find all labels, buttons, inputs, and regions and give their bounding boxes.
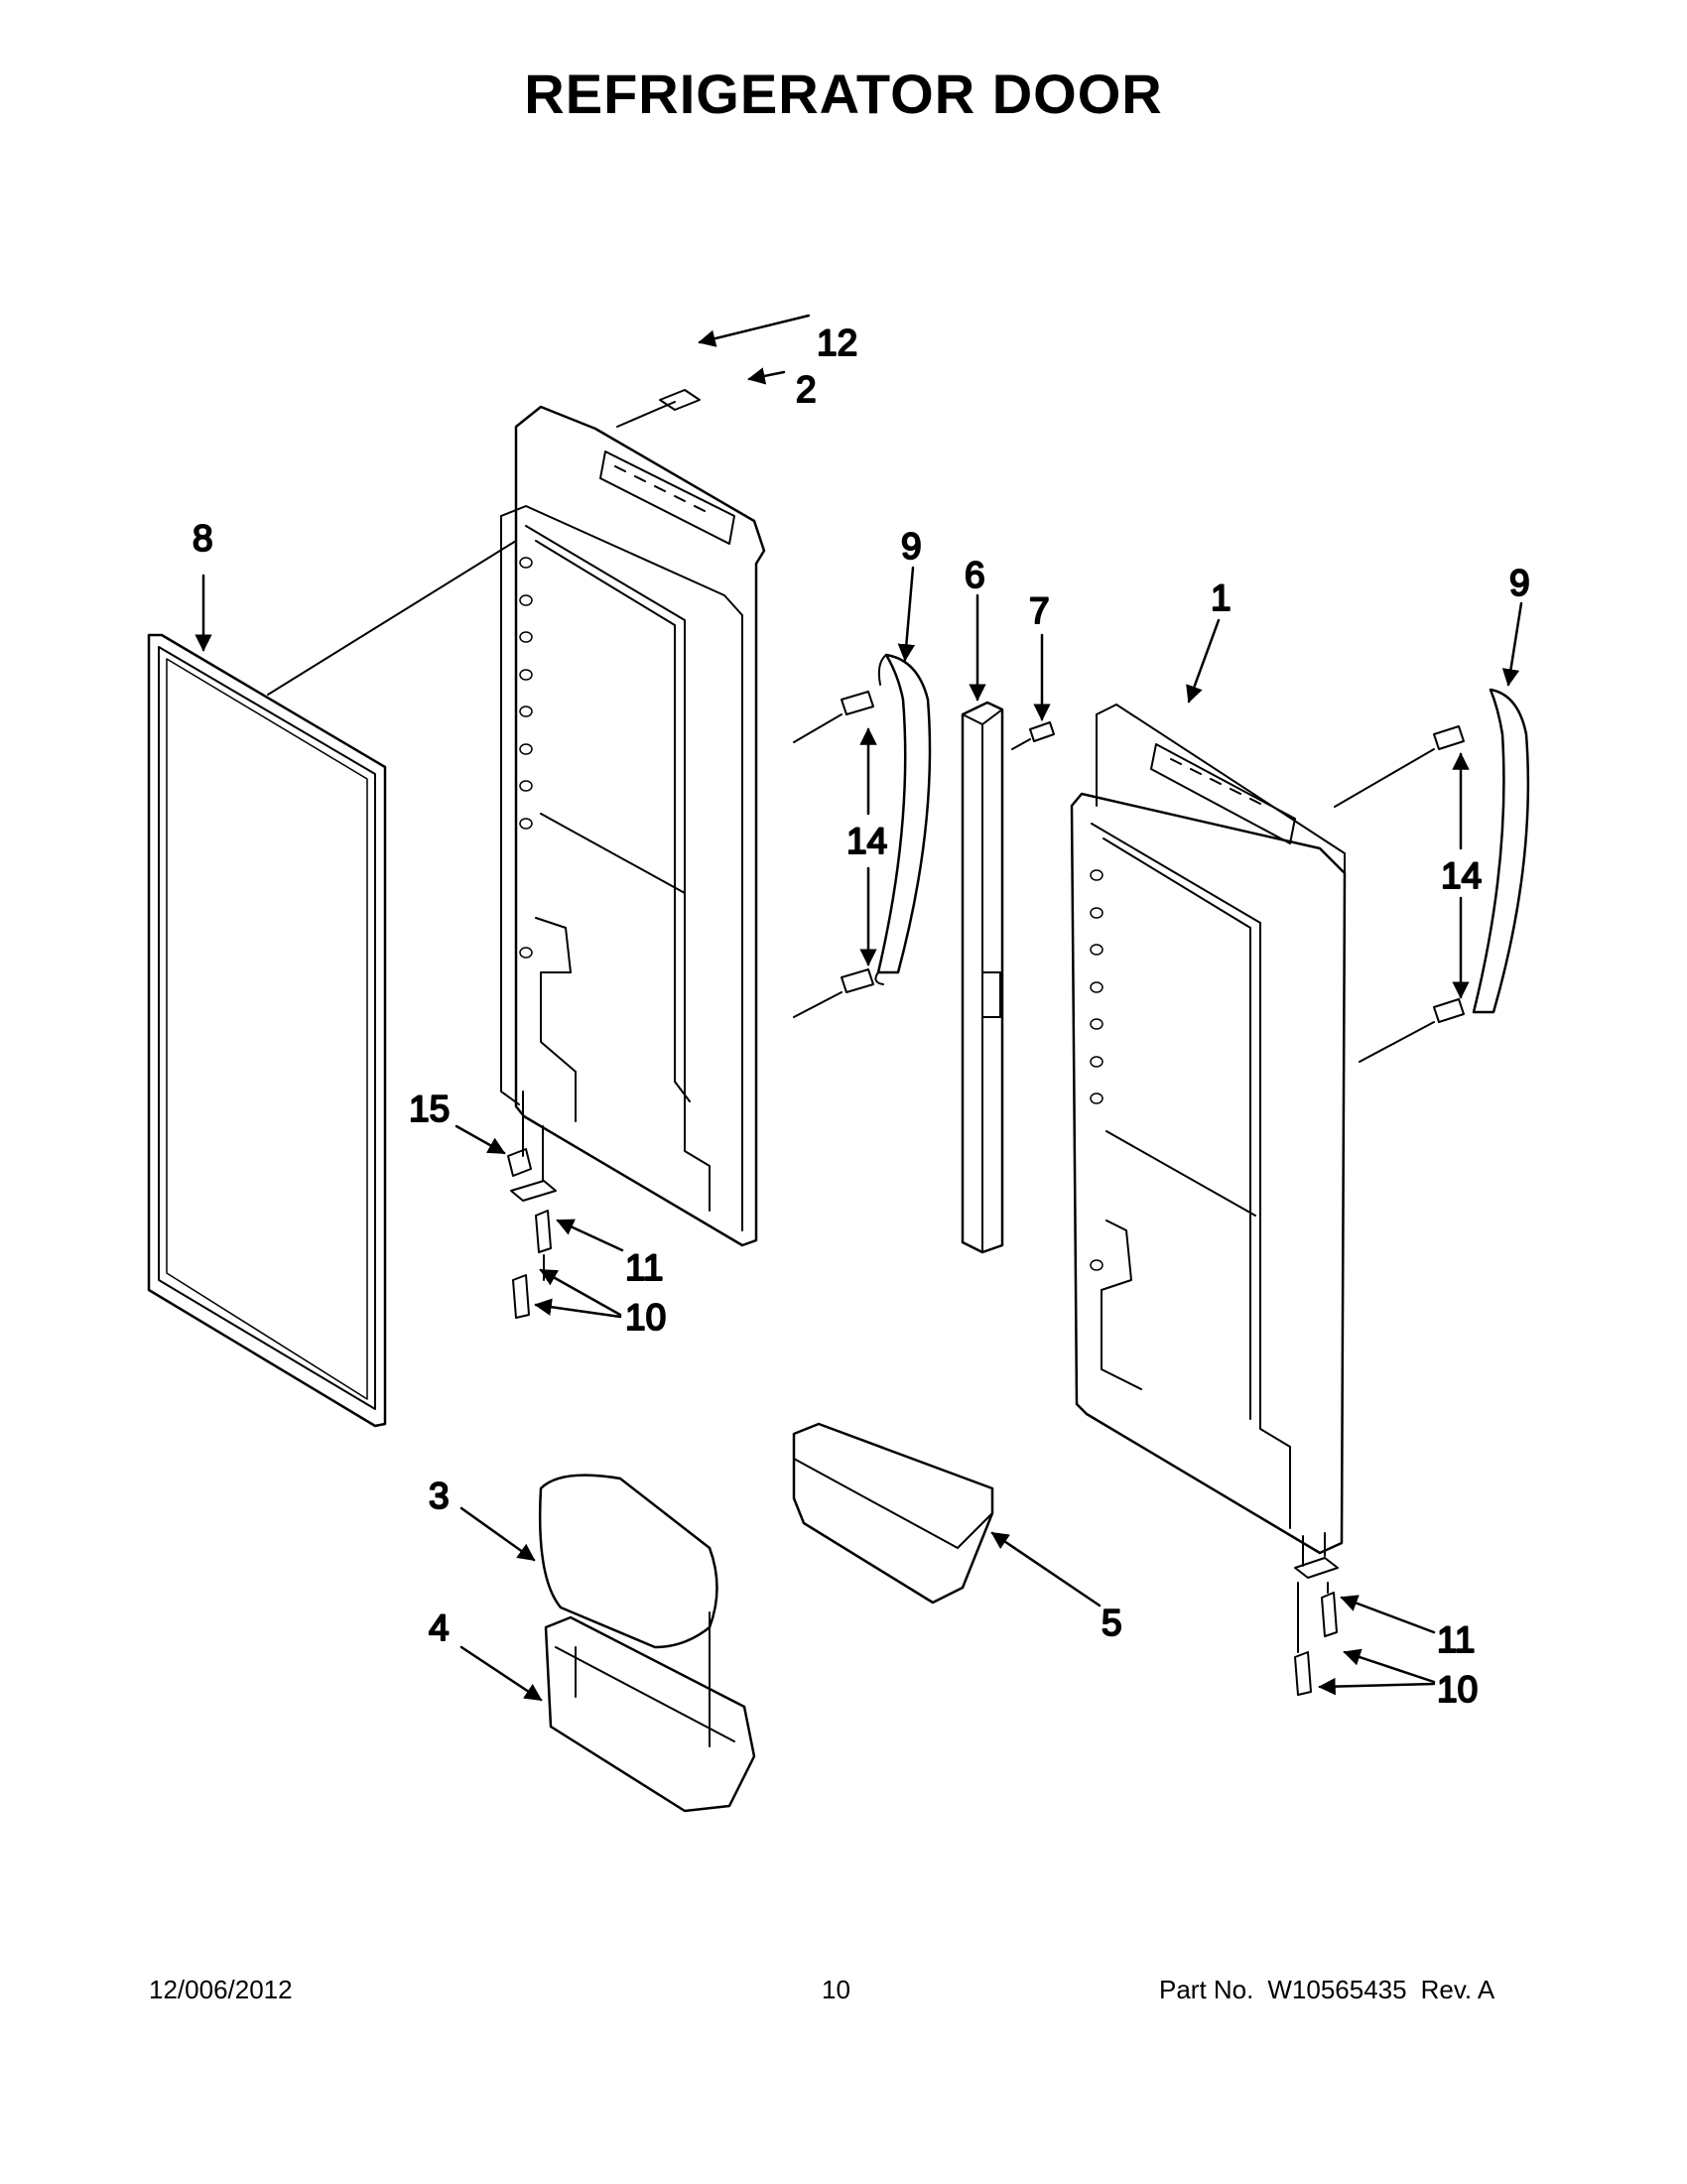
part-number-label: Part No.: [1159, 1975, 1254, 2004]
dairy-door-part: [538, 1474, 718, 1649]
left-hinge-screws-part: [512, 1210, 552, 1319]
footer-date: 12/006/2012: [149, 1975, 293, 2004]
callout-2: 2: [796, 369, 817, 410]
left-door-handle-part: [874, 653, 932, 985]
right-door-liner-part: [1070, 704, 1347, 1555]
callout-5: 5: [1102, 1603, 1122, 1643]
footer-part-info: Part No. W10565435 Rev. A: [1159, 1975, 1494, 2005]
leader-arrows: [195, 314, 1523, 1702]
door-bin-part: [792, 1422, 994, 1605]
part-number: W10565435: [1267, 1975, 1407, 2004]
right-door-handle-part: [1472, 688, 1530, 1014]
callout-12: 12: [817, 322, 857, 363]
callout-15: 15: [409, 1089, 450, 1129]
right-hinge-plate-part: [1294, 1557, 1339, 1579]
door-gasket-part: [147, 633, 387, 1428]
top-cap-part: [659, 389, 701, 411]
callout-10-right: 10: [1437, 1669, 1478, 1710]
callout-9-right: 9: [1509, 563, 1530, 603]
mullion-screw-part: [1029, 721, 1055, 742]
callout-11-left: 11: [625, 1247, 663, 1288]
callout-labels: 12 2 8 9 6 7 1 9 14 14 15 11 10 3 4 5 11…: [192, 321, 1531, 1711]
left-handle-screws-part: [841, 691, 874, 993]
callout-1: 1: [1211, 578, 1232, 618]
page-title: REFRIGERATOR DOOR: [524, 63, 1163, 125]
left-door-liner-part: [500, 405, 766, 1247]
callout-9-left: 9: [901, 526, 922, 567]
mullion-flipper-part: [961, 701, 1004, 1254]
dairy-bin-part: [544, 1615, 756, 1813]
right-handle-screws-part: [1433, 725, 1465, 1023]
revision: Rev. A: [1420, 1975, 1495, 2004]
callout-7: 7: [1029, 590, 1050, 631]
footer-page-number: 10: [822, 1975, 850, 2004]
callout-3: 3: [429, 1476, 450, 1516]
callout-10-left: 10: [625, 1297, 666, 1338]
callout-4: 4: [429, 1607, 450, 1648]
hinge-spacer-part: [507, 1148, 532, 1177]
callout-14-right: 14: [1441, 855, 1482, 896]
left-hinge-plate-part: [510, 1180, 557, 1202]
callout-6: 6: [965, 555, 985, 595]
right-hinge-screws-part: [1294, 1592, 1338, 1696]
callout-11-right: 11: [1437, 1619, 1475, 1660]
shelf-notch-holes: [519, 557, 533, 959]
callout-14-left: 14: [846, 821, 887, 861]
alignment-lines: [267, 401, 1435, 1747]
callout-8: 8: [193, 518, 213, 559]
shelf-notch-holes: [1090, 869, 1103, 1271]
